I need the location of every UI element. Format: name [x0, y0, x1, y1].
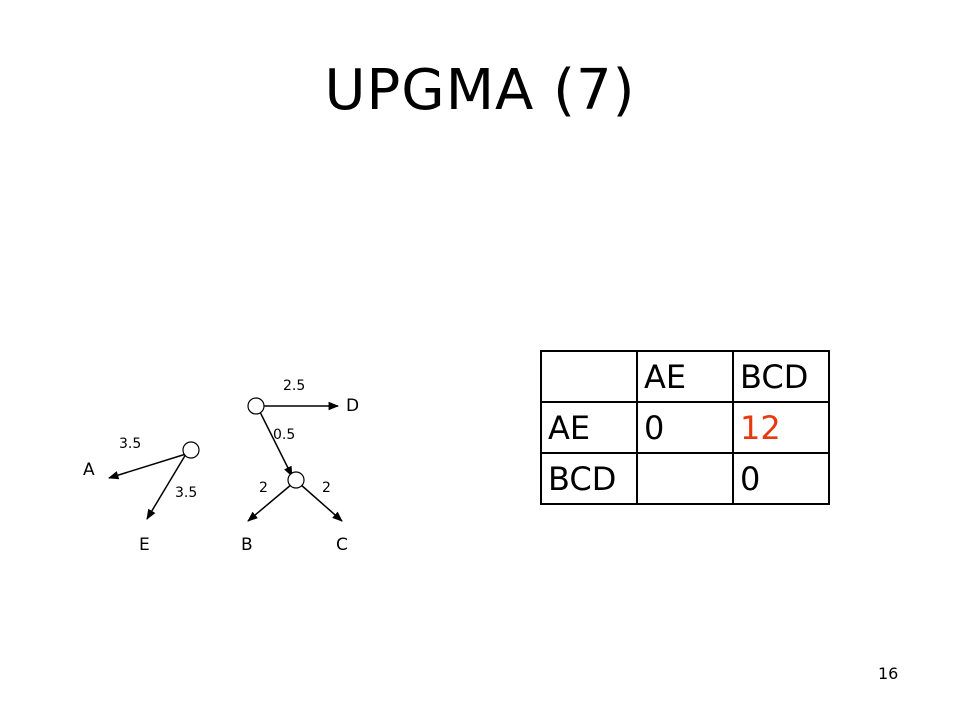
edge-label-bc-to-c: 2	[322, 480, 331, 496]
edge-label-root-to-d: 2.5	[283, 378, 305, 394]
matrix-row-header-ae: AE	[540, 401, 638, 454]
matrix-row-header-bcd: BCD	[540, 452, 638, 505]
edge-ae-to-a	[107, 453, 187, 480]
matrix-cell-bcd-bcd: 0	[732, 452, 830, 505]
matrix-corner-cell	[540, 350, 638, 403]
node-ae	[182, 441, 200, 459]
edge-bc-to-b	[247, 483, 293, 522]
edge-root-to-bc	[259, 411, 293, 477]
edge-label-ae-to-a: 3.5	[119, 436, 141, 452]
node-bcd-root	[247, 397, 265, 415]
node-bc	[287, 471, 305, 489]
leaf-label-a: A	[83, 460, 95, 480]
edge-label-root-to-bc: 0.5	[273, 427, 295, 443]
matrix-col-header-bcd: BCD	[732, 350, 830, 403]
page-number: 16	[878, 664, 899, 683]
leaf-label-b: B	[241, 535, 253, 555]
matrix-col-header-ae: AE	[636, 350, 734, 403]
slide-title: UPGMA (7)	[324, 58, 636, 123]
matrix-header-row: AE BCD	[540, 350, 830, 403]
leaf-label-e: E	[139, 535, 150, 555]
leaf-label-c: C	[336, 535, 348, 555]
edge-label-bc-to-b: 2	[259, 480, 268, 496]
edge-label-ae-to-e: 3.5	[175, 485, 197, 501]
matrix-cell-ae-bcd: 12	[732, 401, 830, 454]
leaf-label-d: D	[346, 396, 359, 416]
distance-matrix: AE BCD AE 0 12 BCD 0	[540, 350, 830, 505]
matrix-cell-bcd-ae	[636, 452, 734, 505]
edge-bc-to-c	[299, 483, 343, 522]
matrix-cell-ae-ae: 0	[636, 401, 734, 454]
edge-ae-to-e	[146, 453, 187, 520]
matrix-row-bcd: BCD 0	[540, 452, 830, 505]
matrix-row-ae: AE 0 12	[540, 401, 830, 454]
